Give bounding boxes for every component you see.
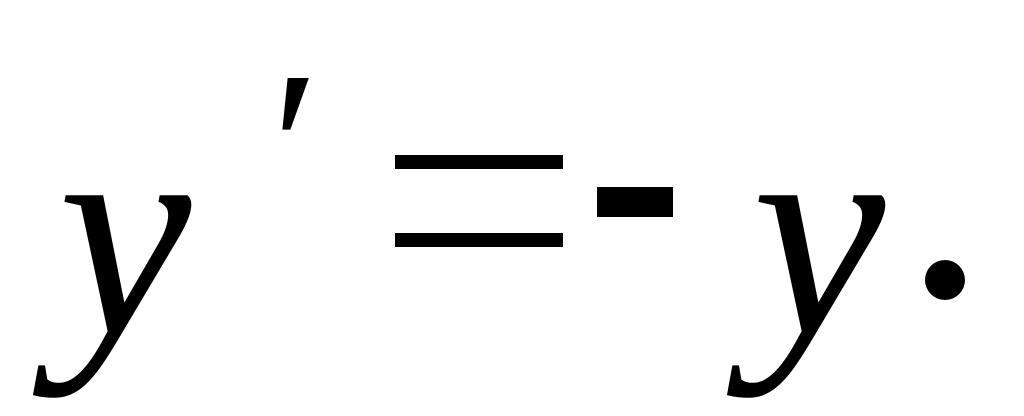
variable-y-rhs: y [752, 66, 886, 398]
equals-bottom-bar [395, 233, 563, 247]
period [925, 260, 965, 300]
prime-symbol: ′ [258, 26, 307, 270]
minus-sign [597, 187, 673, 217]
variable-y-lhs: y [58, 66, 192, 398]
equals-top-bar [395, 155, 563, 169]
equals-sign [395, 155, 563, 247]
